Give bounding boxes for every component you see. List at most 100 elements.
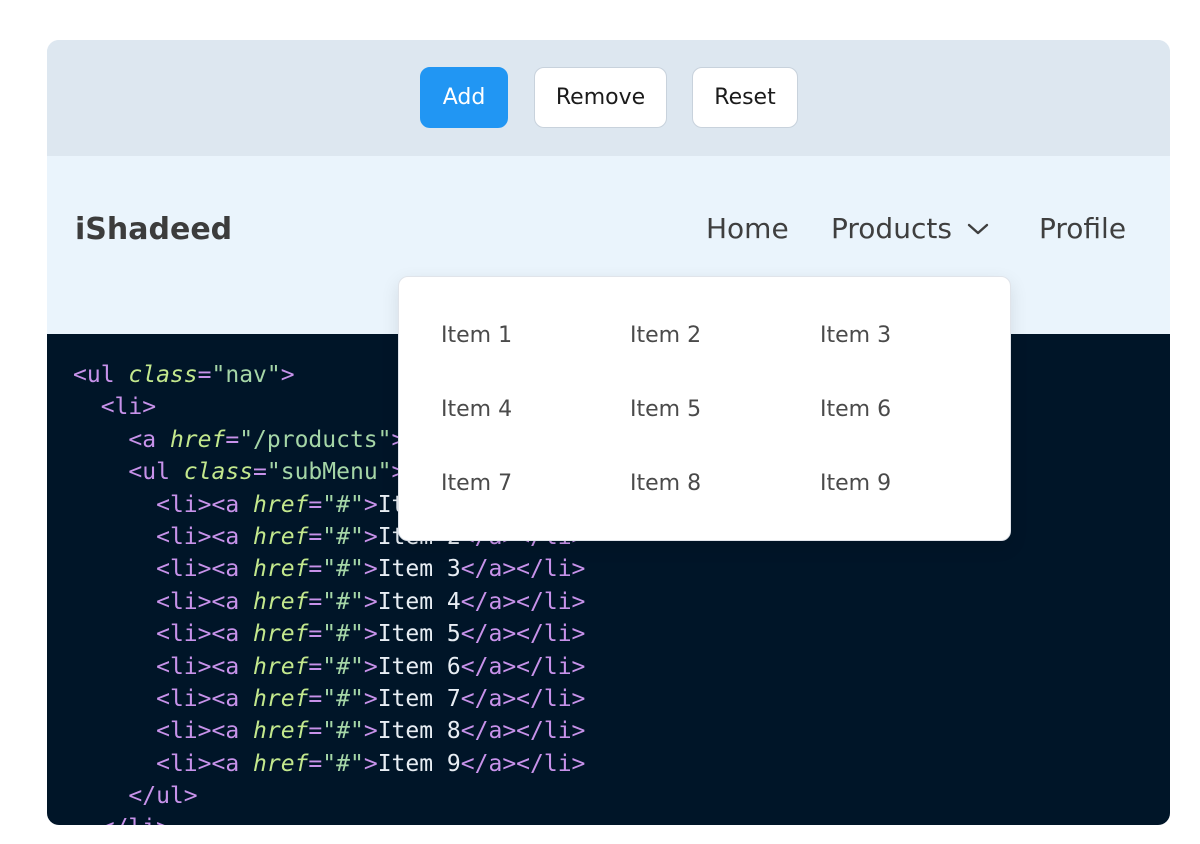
submenu-item[interactable]: Item 8 (630, 471, 702, 496)
code-token (73, 394, 101, 420)
submenu-item[interactable]: Item 6 (820, 397, 892, 422)
code-token: href (253, 491, 309, 518)
code-token: = (308, 685, 323, 712)
code-line: <li><a href="#">Item 8</a></li> (47, 715, 1170, 747)
add-button[interactable]: Add (420, 67, 508, 128)
code-token (73, 556, 156, 582)
code-token: href (169, 426, 226, 453)
products-submenu: Item 1 Item 2 Item 3 Item 4 Item 5 Item 6 Item… (398, 276, 1011, 541)
code-token: </li> (101, 815, 170, 825)
code-token (73, 524, 156, 550)
code-token (73, 427, 128, 453)
code-token: = (308, 588, 323, 615)
code-token: href (253, 750, 309, 777)
code-token: "/products" (239, 426, 392, 453)
submenu-item[interactable]: Item 2 (630, 323, 702, 348)
nav-link-products-label: Products (831, 212, 952, 245)
code-token (73, 783, 128, 809)
code-token (73, 459, 128, 485)
code-token: "nav" (211, 362, 281, 388)
code-token: <li><a (156, 588, 254, 615)
code-line: <li> (47, 391, 1170, 423)
code-token: href (253, 653, 309, 680)
code-token: href (253, 621, 309, 648)
submenu-item[interactable]: Item 4 (441, 397, 513, 422)
nav-link-home[interactable]: Home (706, 212, 789, 245)
code-token: <a (128, 426, 170, 453)
code-token: <li> (100, 394, 157, 421)
code-token: > (363, 685, 378, 712)
code-token (73, 815, 101, 825)
code-token: Item 8 (377, 718, 461, 745)
code-token: > (363, 718, 378, 745)
code-line: <ul class="subMenu"> (47, 456, 1170, 488)
code-line: <li><a href="#">Item 5</a></li> (47, 618, 1170, 650)
code-token: </a></li> (460, 750, 586, 777)
code-line: </ul> (47, 780, 1170, 812)
code-line: <ul class="nav"> (47, 359, 1170, 391)
code-token: > (363, 491, 378, 518)
submenu-item[interactable]: Item 9 (820, 471, 892, 496)
code-line: <li><a href="#">Item 4</a></li> (47, 586, 1170, 618)
code-token (73, 686, 156, 712)
brand-logo[interactable]: iShadeed (75, 212, 233, 247)
code-token: "#" (322, 491, 364, 518)
code-token: > (363, 588, 378, 615)
code-token: </a></li> (460, 588, 586, 615)
nav-link-profile[interactable]: Profile (1039, 212, 1127, 245)
demo-card: Add Remove Reset iShadeed Home Products … (47, 40, 1170, 825)
code-token: "#" (322, 685, 364, 712)
code-token: <li><a (156, 491, 254, 518)
code-token: </a></li> (460, 718, 586, 745)
reset-button[interactable]: Reset (692, 67, 798, 128)
code-token: = (308, 491, 323, 518)
code-token: </a></li> (460, 556, 586, 583)
code-token: </a></li> (460, 653, 586, 680)
code-token: <ul (73, 362, 129, 388)
code-token: > (363, 653, 378, 680)
code-token: <li><a (156, 685, 254, 712)
code-line: <li><a href="#">Item 7</a></li> (47, 683, 1170, 715)
code-token: href (253, 556, 309, 583)
code-token: "#" (322, 750, 364, 777)
submenu-item[interactable]: Item 7 (441, 471, 513, 496)
code-token: > (363, 750, 378, 777)
code-token: = (308, 556, 323, 583)
code-token: Item 4 (377, 588, 461, 615)
code-line: <li><a href="#">Item 9</a></li> (47, 748, 1170, 780)
code-token: "subMenu" (266, 459, 392, 486)
code-token: "#" (322, 588, 364, 615)
code-token: "#" (322, 523, 364, 550)
chevron-down-icon (967, 223, 989, 234)
code-token: = (225, 426, 240, 453)
code-token: </a></li> (460, 621, 586, 648)
toolbar: Add Remove Reset (47, 40, 1170, 156)
code-token: > (363, 621, 378, 648)
code-token: href (253, 685, 309, 712)
code-token: </ul> (128, 783, 198, 810)
submenu-item[interactable]: Item 1 (441, 323, 513, 348)
code-token (73, 621, 156, 647)
code-token: = (308, 621, 323, 648)
code-token: <li><a (156, 653, 254, 680)
code-token: Item 3 (377, 556, 461, 583)
code-token (73, 751, 156, 777)
code-token (73, 492, 156, 518)
submenu-item[interactable]: Item 3 (820, 323, 892, 348)
code-line: <li><a href="#">Item 6</a></li> (47, 651, 1170, 683)
code-token (73, 718, 156, 744)
code-token: > (363, 523, 378, 550)
code-line: </li> (47, 812, 1170, 825)
code-token: > (280, 362, 295, 388)
code-token: "#" (322, 556, 364, 583)
code-token: = (308, 653, 323, 680)
code-token: <li><a (156, 718, 254, 745)
code-token: class (183, 459, 254, 486)
nav-link-products[interactable]: Products (831, 212, 990, 245)
code-token: <li><a (156, 556, 254, 583)
submenu-item[interactable]: Item 5 (630, 397, 702, 422)
code-token: = (197, 362, 212, 388)
code-token: = (253, 459, 267, 486)
code-token: <li><a (156, 523, 254, 550)
remove-button[interactable]: Remove (534, 67, 667, 128)
